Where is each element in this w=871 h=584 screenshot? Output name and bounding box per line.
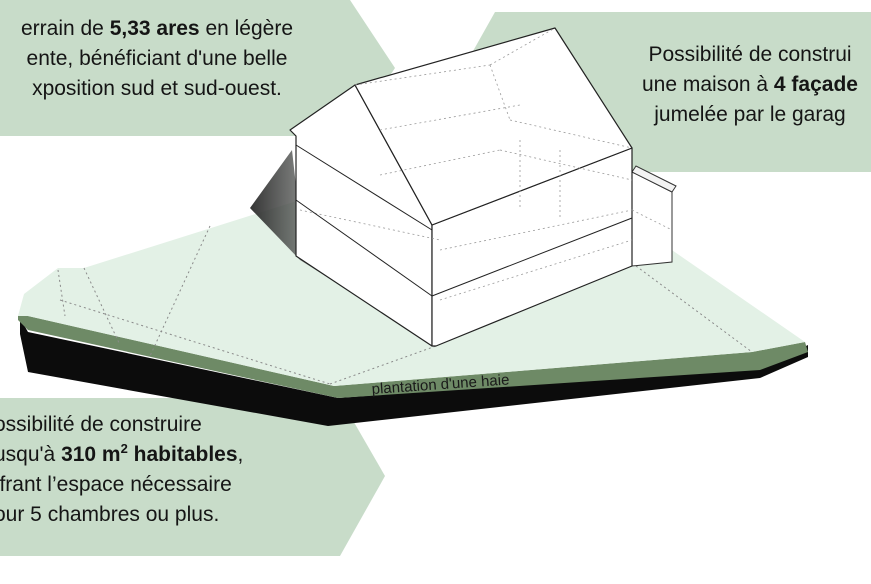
- plot-edge-strip: [18, 316, 808, 398]
- callout-terrain-bg: [0, 0, 395, 136]
- terrain-line1-post: en légère: [199, 17, 294, 40]
- facades-line2-pre: une maison à: [642, 73, 774, 96]
- surface-area-qualifier: habitables: [127, 443, 238, 466]
- terrain-line3: xposition sud et sud-ouest.: [32, 77, 282, 100]
- callout-surface-bg: [0, 398, 385, 556]
- terrain-area: 5,33 ares: [109, 17, 200, 40]
- facades-line1: Possibilité de construi: [648, 43, 852, 66]
- house-dotted-structure: [299, 27, 673, 301]
- callout-facades: Possibilité de construi une maison à 4 f…: [600, 40, 871, 130]
- house-floor-lines: [295, 144, 633, 297]
- terrain-line2: ente, bénéficiant d'une belle: [26, 47, 288, 70]
- garage-block: [631, 165, 677, 267]
- surface-line2-pre: usqu'à: [0, 443, 62, 466]
- surface-line4: our 5 chambres ou plus.: [0, 503, 220, 526]
- surface-line3: ffrant l’espace nécessaire: [0, 473, 232, 496]
- callout-terrain: errain de 5,33 ares en légère ente, béné…: [0, 14, 322, 104]
- plot-dotted-lines: [57, 225, 753, 385]
- terrain-line1-pre: errain de: [20, 17, 110, 40]
- plot-base: [20, 318, 808, 426]
- surface-line2-post: ,: [237, 443, 244, 466]
- house-volume: [289, 27, 633, 347]
- surface-area: 310 m: [61, 443, 121, 466]
- facades-count: 4 façade: [773, 73, 858, 96]
- facades-line3: jumelée par le garag: [654, 103, 846, 126]
- surface-area-unit-exp: 2: [120, 441, 128, 456]
- callout-surface: ossibilité de construire usqu'à 310 m2 h…: [0, 410, 294, 530]
- surface-line1: ossibilité de construire: [0, 413, 202, 436]
